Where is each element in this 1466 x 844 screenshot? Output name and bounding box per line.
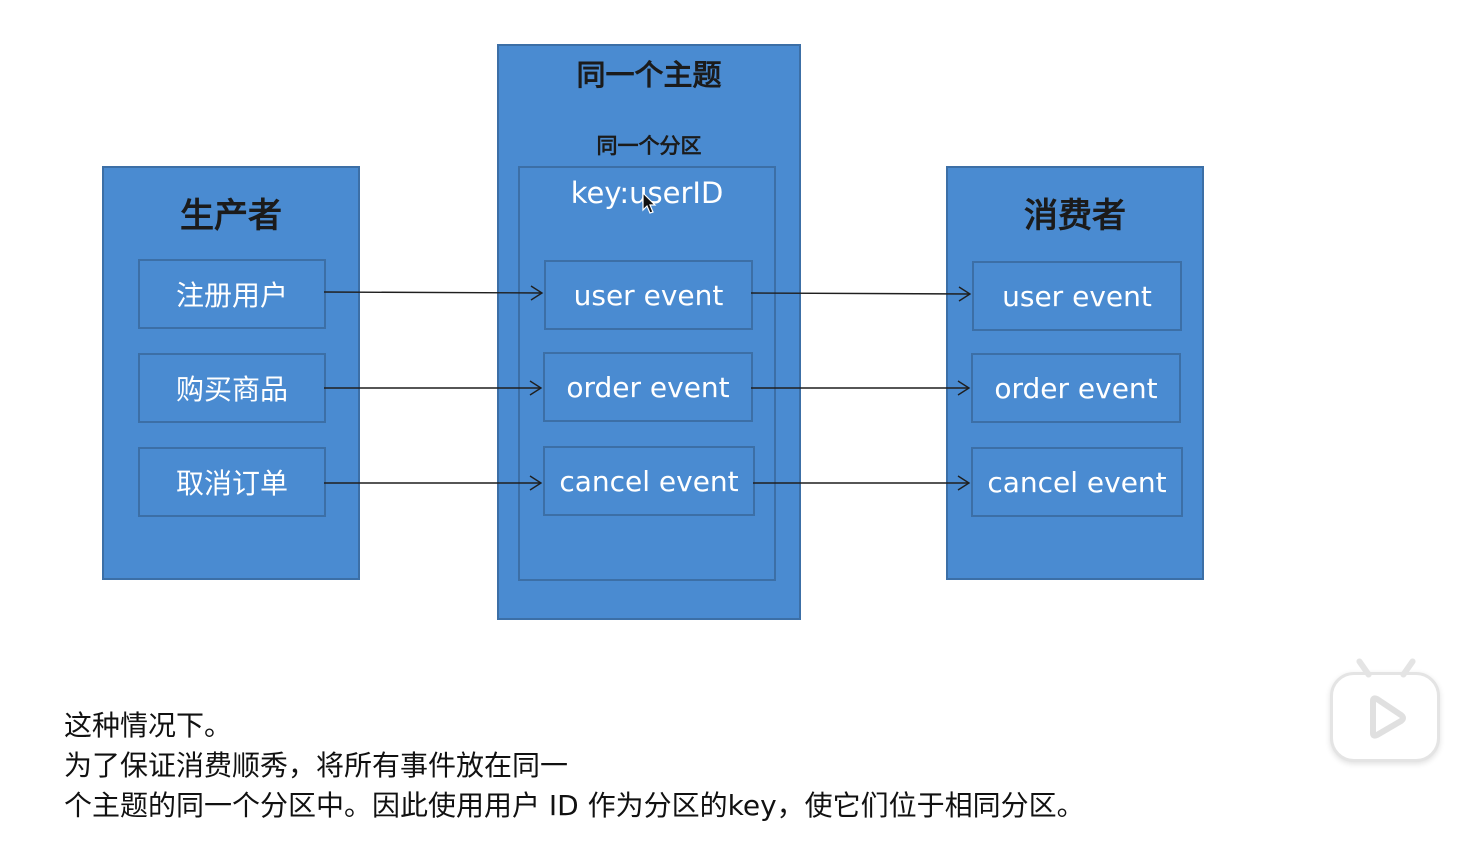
arrowhead-cancel-event <box>957 475 971 491</box>
topic-item-user-event: user event <box>544 260 753 330</box>
partition-box: key:userID user event order event cancel… <box>518 166 776 581</box>
play-triangle-icon <box>1370 695 1406 739</box>
partition-title: 同一个分区 <box>596 134 702 158</box>
consumer-item-order-event: order event <box>971 353 1181 423</box>
arrow-user-event-to-consumer <box>750 292 971 295</box>
caption-text: 这种情况下。 为了保证消费顺秀，将所有事件放在同一 个主题的同一个分区中。因此使… <box>64 706 1085 826</box>
producer-item-register: 注册用户 <box>138 259 326 329</box>
producer-item-cancel: 取消订单 <box>138 447 326 517</box>
consumer-title: 消费者 <box>1024 196 1126 236</box>
topic-item-order-event: order event <box>543 352 753 422</box>
consumer-item-cancel-event: cancel event <box>971 447 1183 517</box>
consumer-panel: 消费者 user event order event cancel event <box>946 166 1204 580</box>
arrow-register-to-user-event <box>323 291 543 294</box>
topic-panel: 同一个主题 同一个分区 key:userID user event order … <box>497 44 801 620</box>
caption-line-1: 这种情况下。 <box>64 709 233 742</box>
caption-line-2: 为了保证消费顺秀，将所有事件放在同一 <box>64 749 569 782</box>
caption-line-3: 个主题的同一个分区中。因此使用用户 ID 作为分区的key，使它们位于相同分区。 <box>64 789 1085 822</box>
producer-panel: 生产者 注册用户 购买商品 取消订单 <box>102 166 360 580</box>
arrowhead-user-event <box>958 286 972 302</box>
consumer-item-user-event: user event <box>972 261 1182 331</box>
producer-title: 生产者 <box>180 196 282 236</box>
arrowhead-cancel <box>529 475 543 491</box>
topic-title: 同一个主题 <box>576 58 722 92</box>
arrowhead-purchase <box>529 380 543 396</box>
mouse-pointer-icon <box>642 192 657 214</box>
producer-item-purchase: 购买商品 <box>138 353 326 423</box>
arrowhead-order-event <box>957 380 971 396</box>
arrowhead-register <box>530 285 544 301</box>
topic-item-cancel-event: cancel event <box>543 446 755 516</box>
bilibili-play-icon[interactable] <box>1330 657 1440 762</box>
